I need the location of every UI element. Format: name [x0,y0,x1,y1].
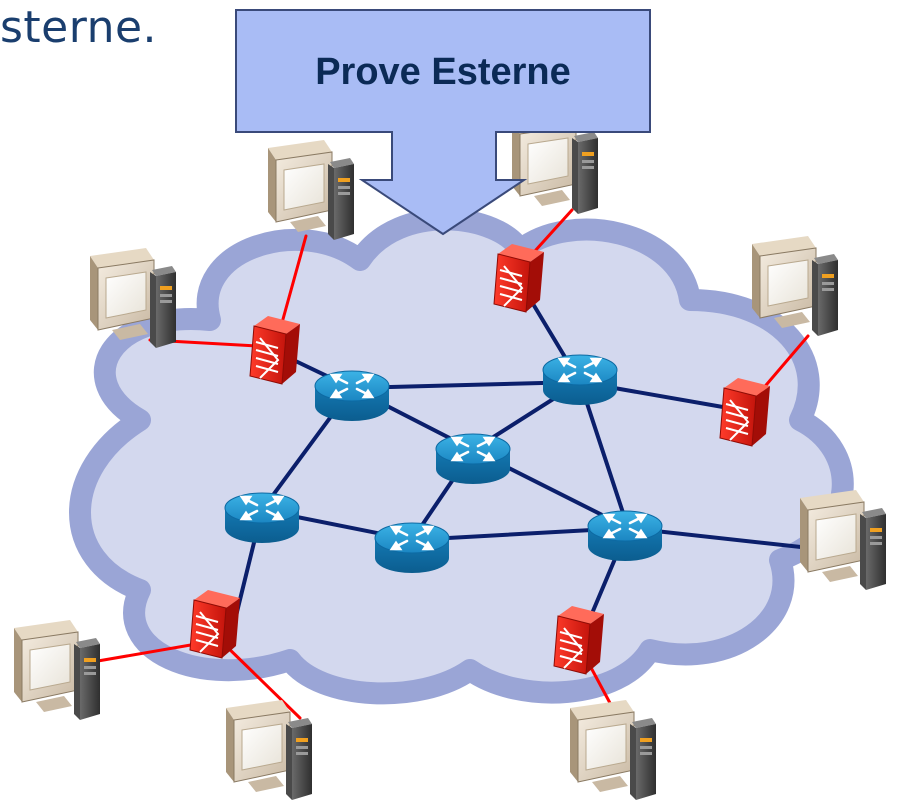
desktop-computer-icon [89,247,177,349]
router-icon [541,353,619,407]
desktop-computer-icon [799,489,887,591]
callout-label: Prove Esterne [315,51,571,93]
access-link [220,640,302,720]
firewall-icon [719,377,771,447]
firewall-icon [493,243,545,313]
access-link [90,640,210,664]
callout-arrow: Prove Esterne [235,9,651,236]
router-icon [586,509,664,563]
firewall-icon [249,315,301,385]
desktop-computer-icon [225,699,313,801]
router-icon [313,369,391,423]
desktop-computer-icon [267,139,355,241]
firewall-icon [189,589,241,659]
desktop-computer-icon [13,619,101,721]
backbone-link [578,380,630,530]
access-link [278,234,308,332]
desktop-computer-icon [569,699,657,801]
backbone-link [350,380,582,390]
router-icon [223,491,301,545]
router-icon [373,521,451,575]
router-icon [434,432,512,486]
slide-heading-fragment: sterne. [0,2,158,53]
firewall-icon [553,605,605,675]
